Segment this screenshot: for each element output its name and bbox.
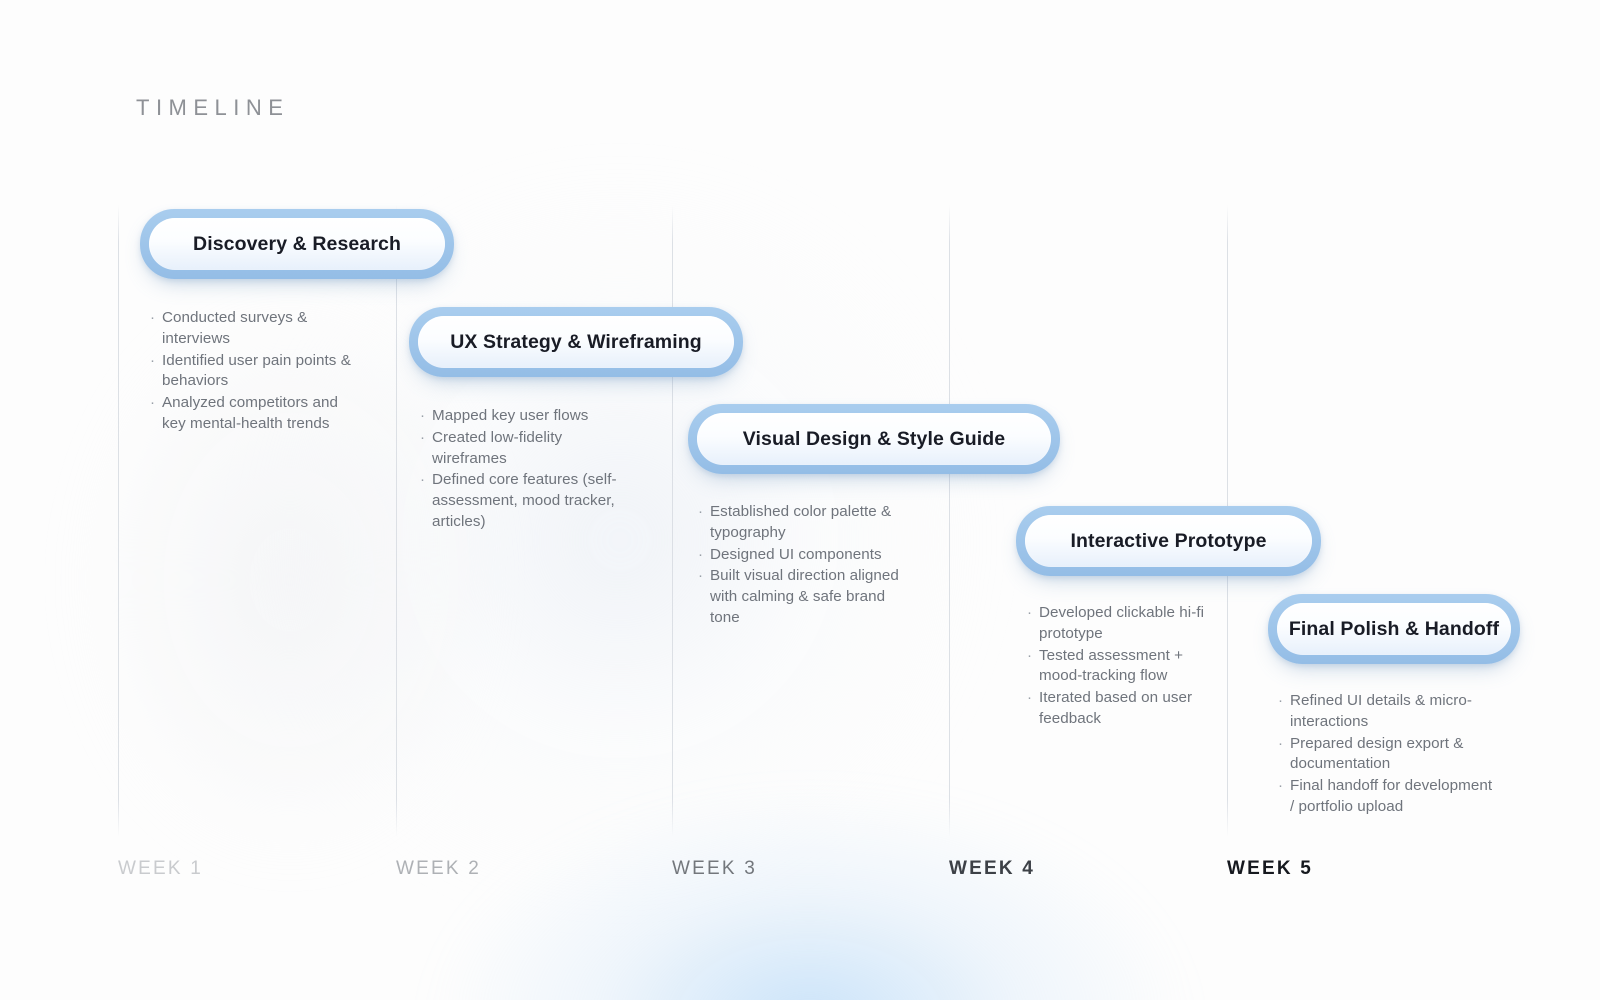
week-label-5: WEEK 5 (1227, 858, 1314, 879)
bullet-text: Defined core features (self-assessment, … (432, 471, 617, 530)
bullet-text: Built visual direction aligned with calm… (710, 567, 899, 626)
phase-card-3[interactable]: Visual Design & Style Guide (688, 404, 1060, 474)
bullet-item: · Prepared design export & documentation (1278, 734, 1496, 776)
bullet-dot-icon: · (698, 503, 703, 520)
bullet-dot-icon: · (1027, 689, 1032, 707)
phase-title-3: Visual Design & Style Guide (742, 427, 1006, 450)
week-label-1: WEEK 1 (118, 858, 203, 879)
bullet-text: Prepared design export & documentation (1290, 734, 1464, 773)
phase-title-2: UX Strategy & Wireframing (450, 330, 702, 353)
week-rail-1 (118, 205, 119, 837)
page-title: TIMELINE (136, 95, 290, 120)
week-rail-4 (949, 205, 950, 837)
bullet-dot-icon: · (150, 309, 155, 326)
bullet-item: · Final handoff for development / portfol… (1278, 776, 1496, 818)
bullet-dot-icon: · (1278, 692, 1283, 709)
bullet-text: Refined UI details & micro-interactions (1290, 692, 1472, 730)
bullet-dot-icon: · (1027, 646, 1032, 664)
phase-title-4: Interactive Prototype (1070, 529, 1267, 552)
bullet-text: Created low-fidelity wireframes (432, 428, 563, 467)
bullet-dot-icon: · (698, 567, 703, 585)
bullet-text: Established color palette & typography (710, 503, 892, 541)
bullet-item: · Mapped key user flows (420, 406, 635, 427)
phase-title-1: Discovery & Research (193, 232, 401, 255)
bullet-dot-icon: · (420, 428, 425, 446)
bullet-text: Identified user pain points & behaviors (162, 351, 351, 390)
bullet-text: Mapped key user flows (432, 407, 589, 424)
phase-bullet-list-2: · Mapped key user flows · Created low-fidel… (420, 406, 635, 534)
phase-card-1[interactable]: Discovery & Research (140, 209, 454, 279)
bullet-text: Conducted surveys & interviews (162, 309, 308, 347)
phase-card-2[interactable]: UX Strategy & Wireframing (409, 307, 743, 377)
phase-bullet-list-1: · Conducted surveys & interviews · Identifi… (150, 308, 365, 436)
bullet-item: · Established color palette & typography (698, 502, 910, 544)
bullet-item: · Refined UI details & micro-interactions (1278, 691, 1496, 733)
bullet-text: Developed clickable hi-fi prototype (1039, 604, 1205, 642)
bullet-dot-icon: · (420, 471, 425, 489)
bullet-item: · Created low-fidelity wireframes (420, 428, 635, 470)
bullet-item: · Built visual direction aligned with cal… (698, 566, 910, 628)
bullet-item: · Defined core features (self-assessment,… (420, 470, 635, 532)
phase-card-4[interactable]: Interactive Prototype (1016, 506, 1321, 576)
bullet-dot-icon: · (1278, 734, 1283, 752)
phase-bullet-list-4: · Developed clickable hi-fi prototype · Tes… (1027, 603, 1227, 731)
week-label-4: WEEK 4 (949, 858, 1036, 879)
week-rail-3 (672, 205, 673, 837)
bullet-item: · Designed UI components (698, 545, 910, 566)
bullet-item: · Analyzed competitors and key mental-hea… (150, 393, 365, 435)
bullet-dot-icon: · (420, 407, 425, 424)
bullet-item: · Identified user pain points & behaviors (150, 351, 365, 393)
bullet-text: Designed UI components (710, 545, 882, 563)
phase-card-inner-5: Final Polish & Handoff (1277, 603, 1511, 655)
bullet-dot-icon: · (150, 394, 155, 412)
bullet-item: · Iterated based on user feedback (1027, 688, 1227, 730)
phase-card-5[interactable]: Final Polish & Handoff (1268, 594, 1520, 664)
bullet-item: · Tested assessment + mood-tracking flow (1027, 646, 1227, 688)
bullet-dot-icon: · (698, 545, 703, 563)
bullet-text: Iterated based on user feedback (1039, 689, 1193, 727)
week-label-2: WEEK 2 (396, 858, 481, 879)
phase-card-inner-1: Discovery & Research (149, 218, 445, 270)
phase-card-inner-3: Visual Design & Style Guide (697, 413, 1051, 465)
bullet-dot-icon: · (150, 351, 155, 369)
phase-card-inner-2: UX Strategy & Wireframing (418, 316, 734, 368)
phase-card-inner-4: Interactive Prototype (1025, 515, 1312, 567)
bullet-item: · Conducted surveys & interviews (150, 308, 365, 350)
bullet-dot-icon: · (1027, 604, 1032, 621)
week-rail-2 (396, 205, 397, 837)
bullet-item: · Developed clickable hi-fi prototype (1027, 603, 1227, 645)
background-glow-bottom (430, 790, 1190, 1000)
phase-bullet-list-5: · Refined UI details & micro-interactions… (1278, 691, 1496, 819)
phase-bullet-list-3: ·Established color palette & typography·… (698, 502, 910, 630)
phase-title-5: Final Polish & Handoff (1288, 617, 1500, 640)
bullet-text: Analyzed competitors and key mental-heal… (162, 394, 338, 432)
bullet-dot-icon: · (1278, 777, 1283, 795)
bullet-text: Tested assessment + mood-tracking flow (1039, 646, 1184, 685)
bullet-text: Final handoff for development / portfoli… (1290, 777, 1493, 815)
week-label-3: WEEK 3 (672, 858, 757, 879)
